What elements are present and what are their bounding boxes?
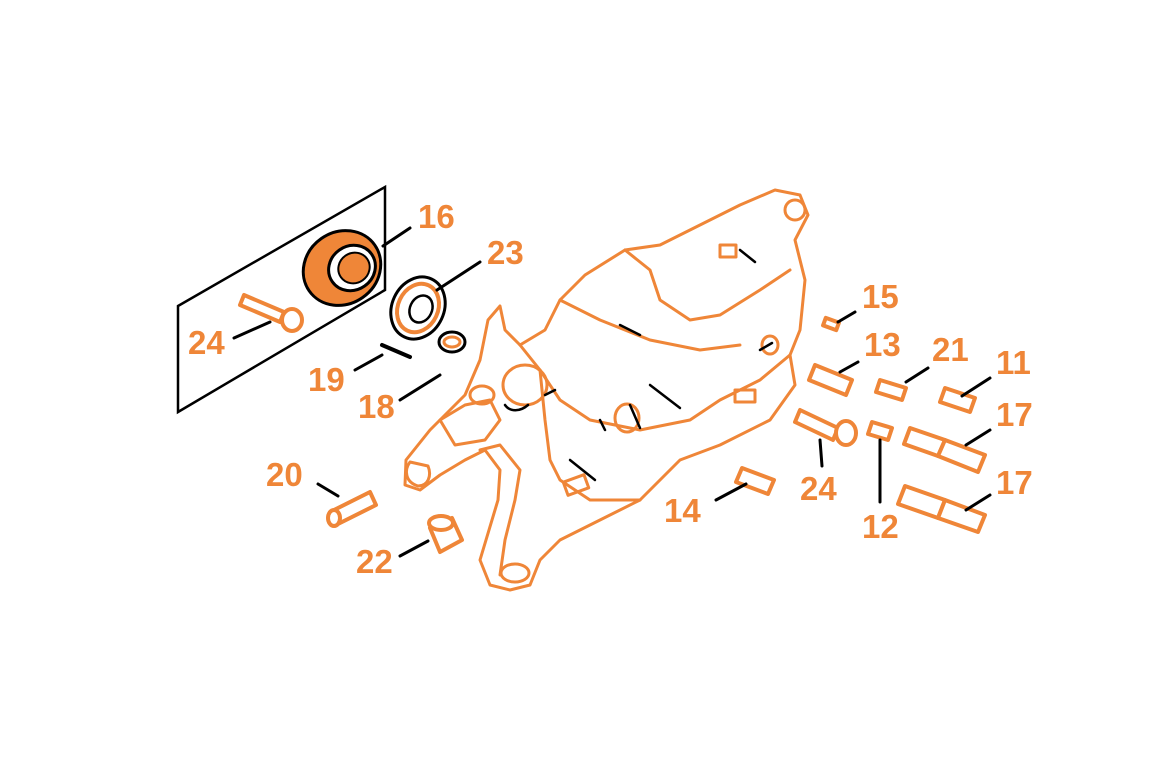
body-boss [501, 363, 549, 407]
callout-18[interactable]: 18 [358, 388, 395, 425]
spring-part-14[interactable] [734, 466, 776, 496]
connector-part-17-upper[interactable] [902, 426, 987, 474]
connector-part-17-lower[interactable] [896, 484, 987, 534]
pin-part-19[interactable] [380, 343, 412, 359]
callout-24-left[interactable]: 24 [188, 324, 225, 361]
callout-14[interactable]: 14 [664, 492, 701, 529]
o-ring-inner [442, 335, 462, 349]
body-hole-1 [468, 384, 496, 406]
callout-24-right[interactable]: 24 [800, 470, 837, 507]
callout-13[interactable]: 13 [864, 326, 901, 363]
pin-part-15[interactable] [821, 315, 841, 333]
callout-17-lower[interactable]: 17 [996, 464, 1033, 501]
callout-11[interactable]: 11 [996, 344, 1031, 381]
body-hole-3 [760, 334, 780, 356]
callout-20[interactable]: 20 [266, 456, 303, 493]
bushing-part-12[interactable] [866, 420, 894, 442]
callout-22[interactable]: 22 [356, 543, 393, 580]
callout-23[interactable]: 23 [487, 234, 524, 271]
body-block-1 [718, 243, 738, 259]
body-slot [561, 473, 591, 497]
plug-part-22[interactable] [427, 514, 464, 554]
body-block-2 [733, 388, 757, 404]
callout-labels: 16 23 24 19 18 20 22 15 13 21 11 17 17 2… [188, 198, 1033, 580]
screw-part-24-right[interactable] [793, 408, 858, 447]
bearing-part-16[interactable] [289, 216, 396, 321]
detail-frame [176, 184, 387, 415]
callout-16[interactable]: 16 [418, 198, 455, 235]
body-hole-2 [613, 402, 641, 434]
callout-21[interactable]: 21 [932, 331, 969, 368]
bushing-part-21[interactable] [874, 378, 908, 402]
callout-12[interactable]: 12 [862, 508, 899, 545]
seal-ring-part-23[interactable] [381, 268, 455, 348]
leader-lines [232, 226, 992, 558]
body-hole-4 [783, 198, 807, 222]
o-ring-part-18[interactable] [437, 330, 467, 354]
body-foot [499, 562, 531, 584]
callout-17-upper[interactable]: 17 [996, 396, 1033, 433]
nipple-part-20[interactable] [326, 490, 378, 528]
callout-15[interactable]: 15 [862, 278, 899, 315]
callout-19[interactable]: 19 [308, 361, 345, 398]
screw-part-24-left[interactable] [238, 293, 304, 333]
sleeve-part-13[interactable] [807, 363, 854, 397]
crankcase-body [403, 188, 810, 592]
